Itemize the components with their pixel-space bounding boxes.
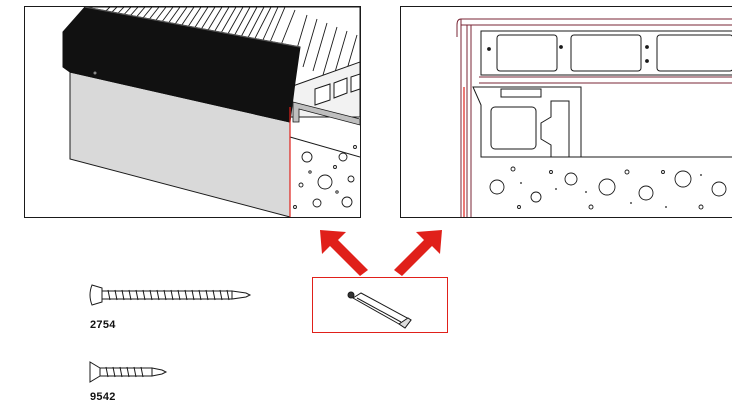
long-screw-icon — [89, 284, 252, 306]
short-countersunk-screw-icon — [89, 361, 168, 383]
deck-edge-section-view — [400, 6, 732, 218]
part-code-2754: 2754 — [90, 319, 116, 331]
part-9542 — [88, 360, 178, 391]
deck-edge-3d-view — [24, 6, 361, 218]
adhesive-tube-box — [312, 277, 448, 333]
adhesive-tube-icon — [347, 291, 412, 329]
part-2754 — [88, 282, 253, 317]
arrow-up-right-icon — [394, 230, 442, 276]
part-code-9542: 9542 — [90, 391, 116, 403]
arrow-up-left-icon — [320, 230, 368, 276]
deck-edge-section-illustration — [456, 18, 732, 217]
deck-edge-3d-illustration — [62, 7, 360, 217]
